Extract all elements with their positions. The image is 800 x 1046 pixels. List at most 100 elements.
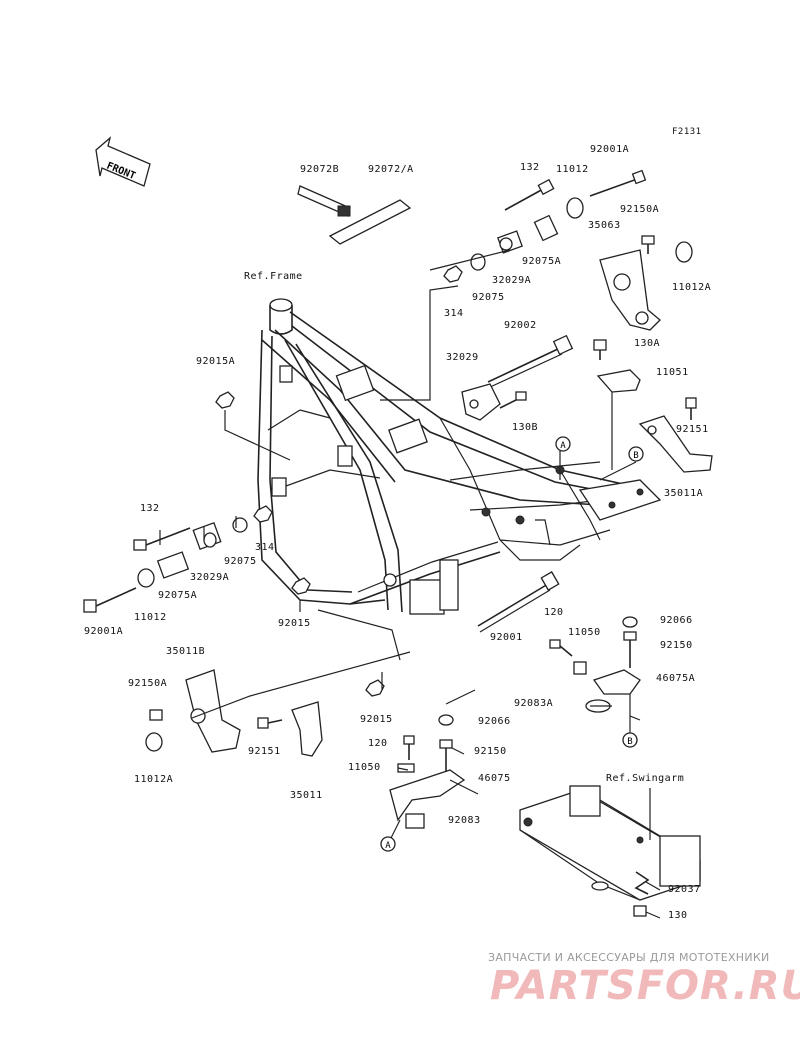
label-35063: 35063 — [588, 220, 621, 231]
label-11051: 11051 — [656, 367, 689, 378]
label-92072b: 92072B — [300, 164, 340, 175]
bolt-130b — [499, 391, 527, 409]
watermark-logo: PARTSFOR.RU — [490, 963, 800, 1009]
spacer-92075-top — [470, 253, 486, 271]
label-46075a: 46075A — [656, 673, 696, 684]
bracket-35063 — [599, 249, 661, 331]
lever-46075a — [592, 669, 641, 695]
cap-92066-right — [622, 616, 638, 628]
bracket-35011a — [638, 415, 713, 473]
label-92015: 92015 — [278, 618, 311, 629]
spring-92037 — [634, 871, 650, 895]
bolt-92151-left — [257, 717, 283, 729]
label-32029: 32029 — [446, 352, 479, 363]
nut-92015-lower — [365, 679, 385, 697]
label-92002: 92002 — [504, 320, 537, 331]
label-92083: 92083 — [448, 815, 481, 826]
bolt-92002 — [487, 334, 574, 389]
washer-11012-top — [566, 197, 584, 219]
nut-314-top — [443, 265, 463, 283]
label-11012a-left: 11012A — [134, 774, 174, 785]
mount-32029a-left — [192, 522, 222, 550]
label-92037: 92037 — [668, 884, 701, 895]
rubber-92083 — [405, 813, 425, 829]
bolt-92150a-left — [149, 709, 163, 721]
bolt-120-right — [549, 639, 573, 657]
collar-92075a-left — [156, 551, 190, 579]
svg-text:B: B — [633, 451, 638, 461]
label-92150-right: 92150 — [660, 640, 693, 651]
label-92001a-left: 92001A — [84, 626, 124, 637]
label-92066-right: 92066 — [660, 615, 693, 626]
callout-b-top: B — [628, 446, 644, 462]
label-92150a-left: 92150A — [128, 678, 168, 689]
label-92075-top: 92075 — [472, 292, 505, 303]
bolt-132-top — [504, 178, 555, 211]
bolt-92151-right — [685, 397, 697, 420]
bracket-11051 — [596, 369, 641, 470]
lever-46075 — [389, 769, 466, 822]
bolt-130 — [633, 905, 647, 917]
bolt-92150a-top — [641, 235, 655, 254]
callout-a-bottom: A — [380, 836, 396, 852]
label-92150-b: 92150 — [474, 746, 507, 757]
label-11012-top: 11012 — [556, 164, 589, 175]
label-92075a-left: 92075A — [158, 590, 198, 601]
plate-92072b — [297, 185, 351, 217]
swingarm — [519, 785, 701, 901]
spacer-92075-left — [232, 517, 248, 533]
collar-92075a-top — [533, 214, 559, 242]
svg-text:A: A — [385, 841, 391, 851]
front-arrow-icon: FRONT — [95, 136, 151, 187]
bolt-130a — [593, 339, 607, 360]
label-130b: 130B — [512, 422, 539, 433]
label-32029a-top: 32029A — [492, 275, 532, 286]
nut-92015a — [215, 391, 235, 409]
label-120-right: 120 — [544, 607, 564, 618]
label-11050-right: 11050 — [568, 627, 601, 638]
bracket-35011 — [291, 701, 323, 757]
label-35011b: 35011B — [166, 646, 206, 657]
label-35011a: 35011A — [664, 488, 704, 499]
label-92151-right: 92151 — [676, 424, 709, 435]
frame — [257, 298, 662, 615]
label-314-left: 314 — [255, 542, 275, 553]
label-120-b: 120 — [368, 738, 388, 749]
label-132-left: 132 — [140, 503, 160, 514]
label-314-top: 314 — [444, 308, 464, 319]
label-92150a-top: 92150A — [620, 204, 660, 215]
label-92015a: 92015A — [196, 356, 236, 367]
label-46075: 46075 — [478, 773, 511, 784]
label-ref-swingarm: Ref.Swingarm — [606, 773, 685, 784]
label-92001a-top: 92001A — [590, 144, 630, 155]
label-92066-b: 92066 — [478, 716, 511, 727]
label-92083a: 92083A — [514, 698, 554, 709]
label-132-top: 132 — [520, 162, 540, 173]
svg-text:A: A — [560, 441, 566, 451]
bracket-35011b — [185, 669, 241, 753]
plate-92072a — [328, 199, 412, 245]
label-92015-b: 92015 — [360, 714, 393, 725]
bolt-92150-bottom — [439, 739, 453, 772]
washer-11012-left — [137, 568, 155, 588]
watermark-subtitle: ЗАПЧАСТИ И АКСЕССУАРЫ ДЛЯ МОТОТЕХНИКИ — [488, 951, 770, 964]
cap-92066-bottom — [438, 714, 454, 726]
label-92072a: 92072/A — [368, 164, 414, 175]
pin-11050-right — [573, 661, 587, 675]
callout-b-bottom: B — [622, 732, 638, 748]
label-92001: 92001 — [490, 632, 523, 643]
bolt-132-left — [133, 527, 191, 551]
bolt-92001a-left — [83, 587, 137, 613]
mount-32029a-top — [497, 230, 523, 254]
label-130: 130 — [668, 910, 688, 921]
svg-text:B: B — [627, 737, 632, 747]
nut-314-left — [253, 505, 273, 523]
figure-id: F2131 — [672, 127, 702, 137]
plate-32029 — [461, 383, 501, 421]
bolt-92001 — [477, 571, 560, 633]
label-92151-left: 92151 — [248, 746, 281, 757]
label-92075a-top: 92075A — [522, 256, 562, 267]
washer-11012a-left — [145, 732, 163, 752]
label-ref-frame: Ref.Frame — [244, 271, 303, 282]
